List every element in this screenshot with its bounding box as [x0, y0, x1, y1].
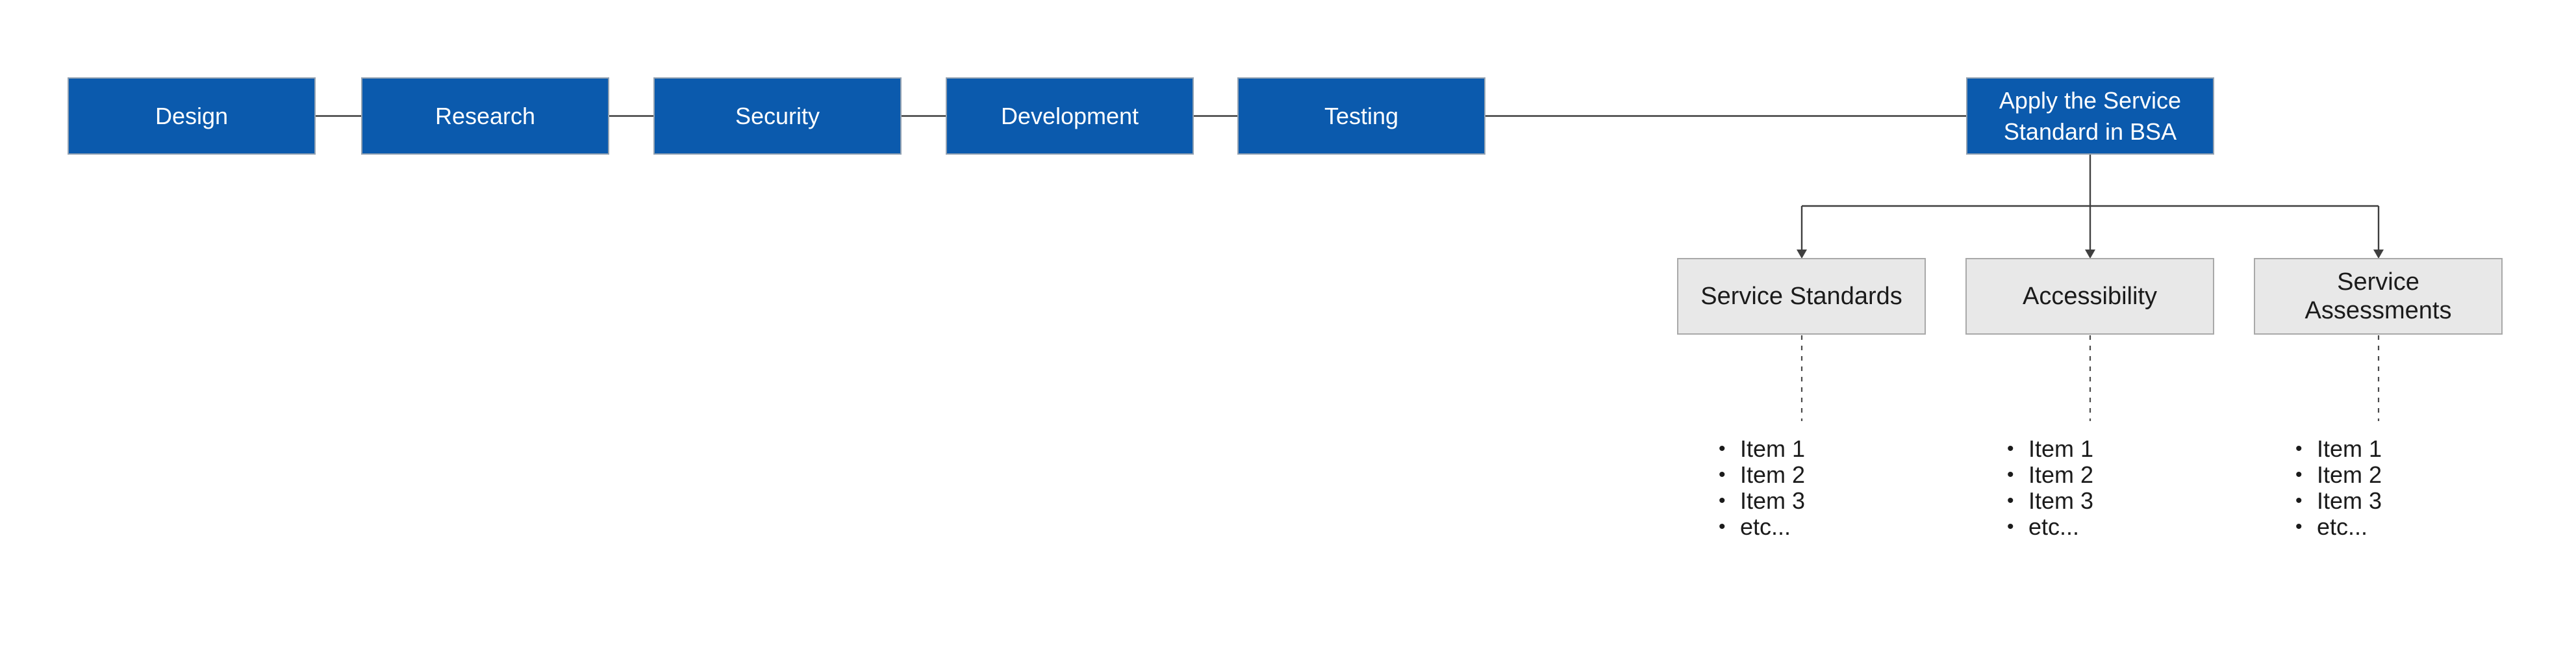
list-item: Item 3: [1719, 488, 1888, 515]
category-label: Service Standards: [1700, 283, 1902, 310]
step-development: Development: [946, 77, 1194, 155]
step-design: Design: [68, 77, 316, 155]
item-list-service-assessments: Item 1 Item 2 Item 3 etc...: [2295, 436, 2464, 541]
list-item: Item 3: [2007, 488, 2176, 515]
step-label: Apply the Service Standard in BSA: [1999, 86, 2182, 145]
step-testing: Testing: [1237, 77, 1485, 155]
step-label: Testing: [1324, 102, 1399, 129]
step-label: Research: [435, 102, 536, 129]
list-item: Item 2: [2295, 462, 2464, 489]
step-label: Security: [735, 102, 820, 129]
list-item: Item 1: [2007, 436, 2176, 463]
step-research: Research: [361, 77, 609, 155]
list-item: Item 1: [2295, 436, 2464, 463]
step-apply-service-standard: Apply the Service Standard in BSA: [1966, 77, 2214, 155]
arrowhead-down-icon: [1797, 250, 1807, 259]
item-list-service-standards: Item 1 Item 2 Item 3 etc...: [1719, 436, 1888, 541]
list-item: etc...: [1719, 514, 1888, 541]
category-service-assessments: Service Assessments: [2254, 258, 2503, 335]
arrowhead-down-icon: [2085, 250, 2095, 259]
step-label: Development: [1000, 102, 1139, 129]
step-security: Security: [653, 77, 902, 155]
arrowhead-down-icon: [2373, 250, 2384, 259]
list-item: Item 1: [1719, 436, 1888, 463]
list-item: Item 3: [2295, 488, 2464, 515]
category-label: Accessibility: [2023, 283, 2157, 310]
list-item: etc...: [2295, 514, 2464, 541]
category-label: Service Assessments: [2305, 268, 2452, 324]
list-item: etc...: [2007, 514, 2176, 541]
list-item: Item 2: [2007, 462, 2176, 489]
category-service-standards: Service Standards: [1677, 258, 1926, 335]
list-item: Item 2: [1719, 462, 1888, 489]
category-accessibility: Accessibility: [1965, 258, 2214, 335]
step-label: Design: [155, 102, 229, 129]
item-list-accessibility: Item 1 Item 2 Item 3 etc...: [2007, 436, 2176, 541]
